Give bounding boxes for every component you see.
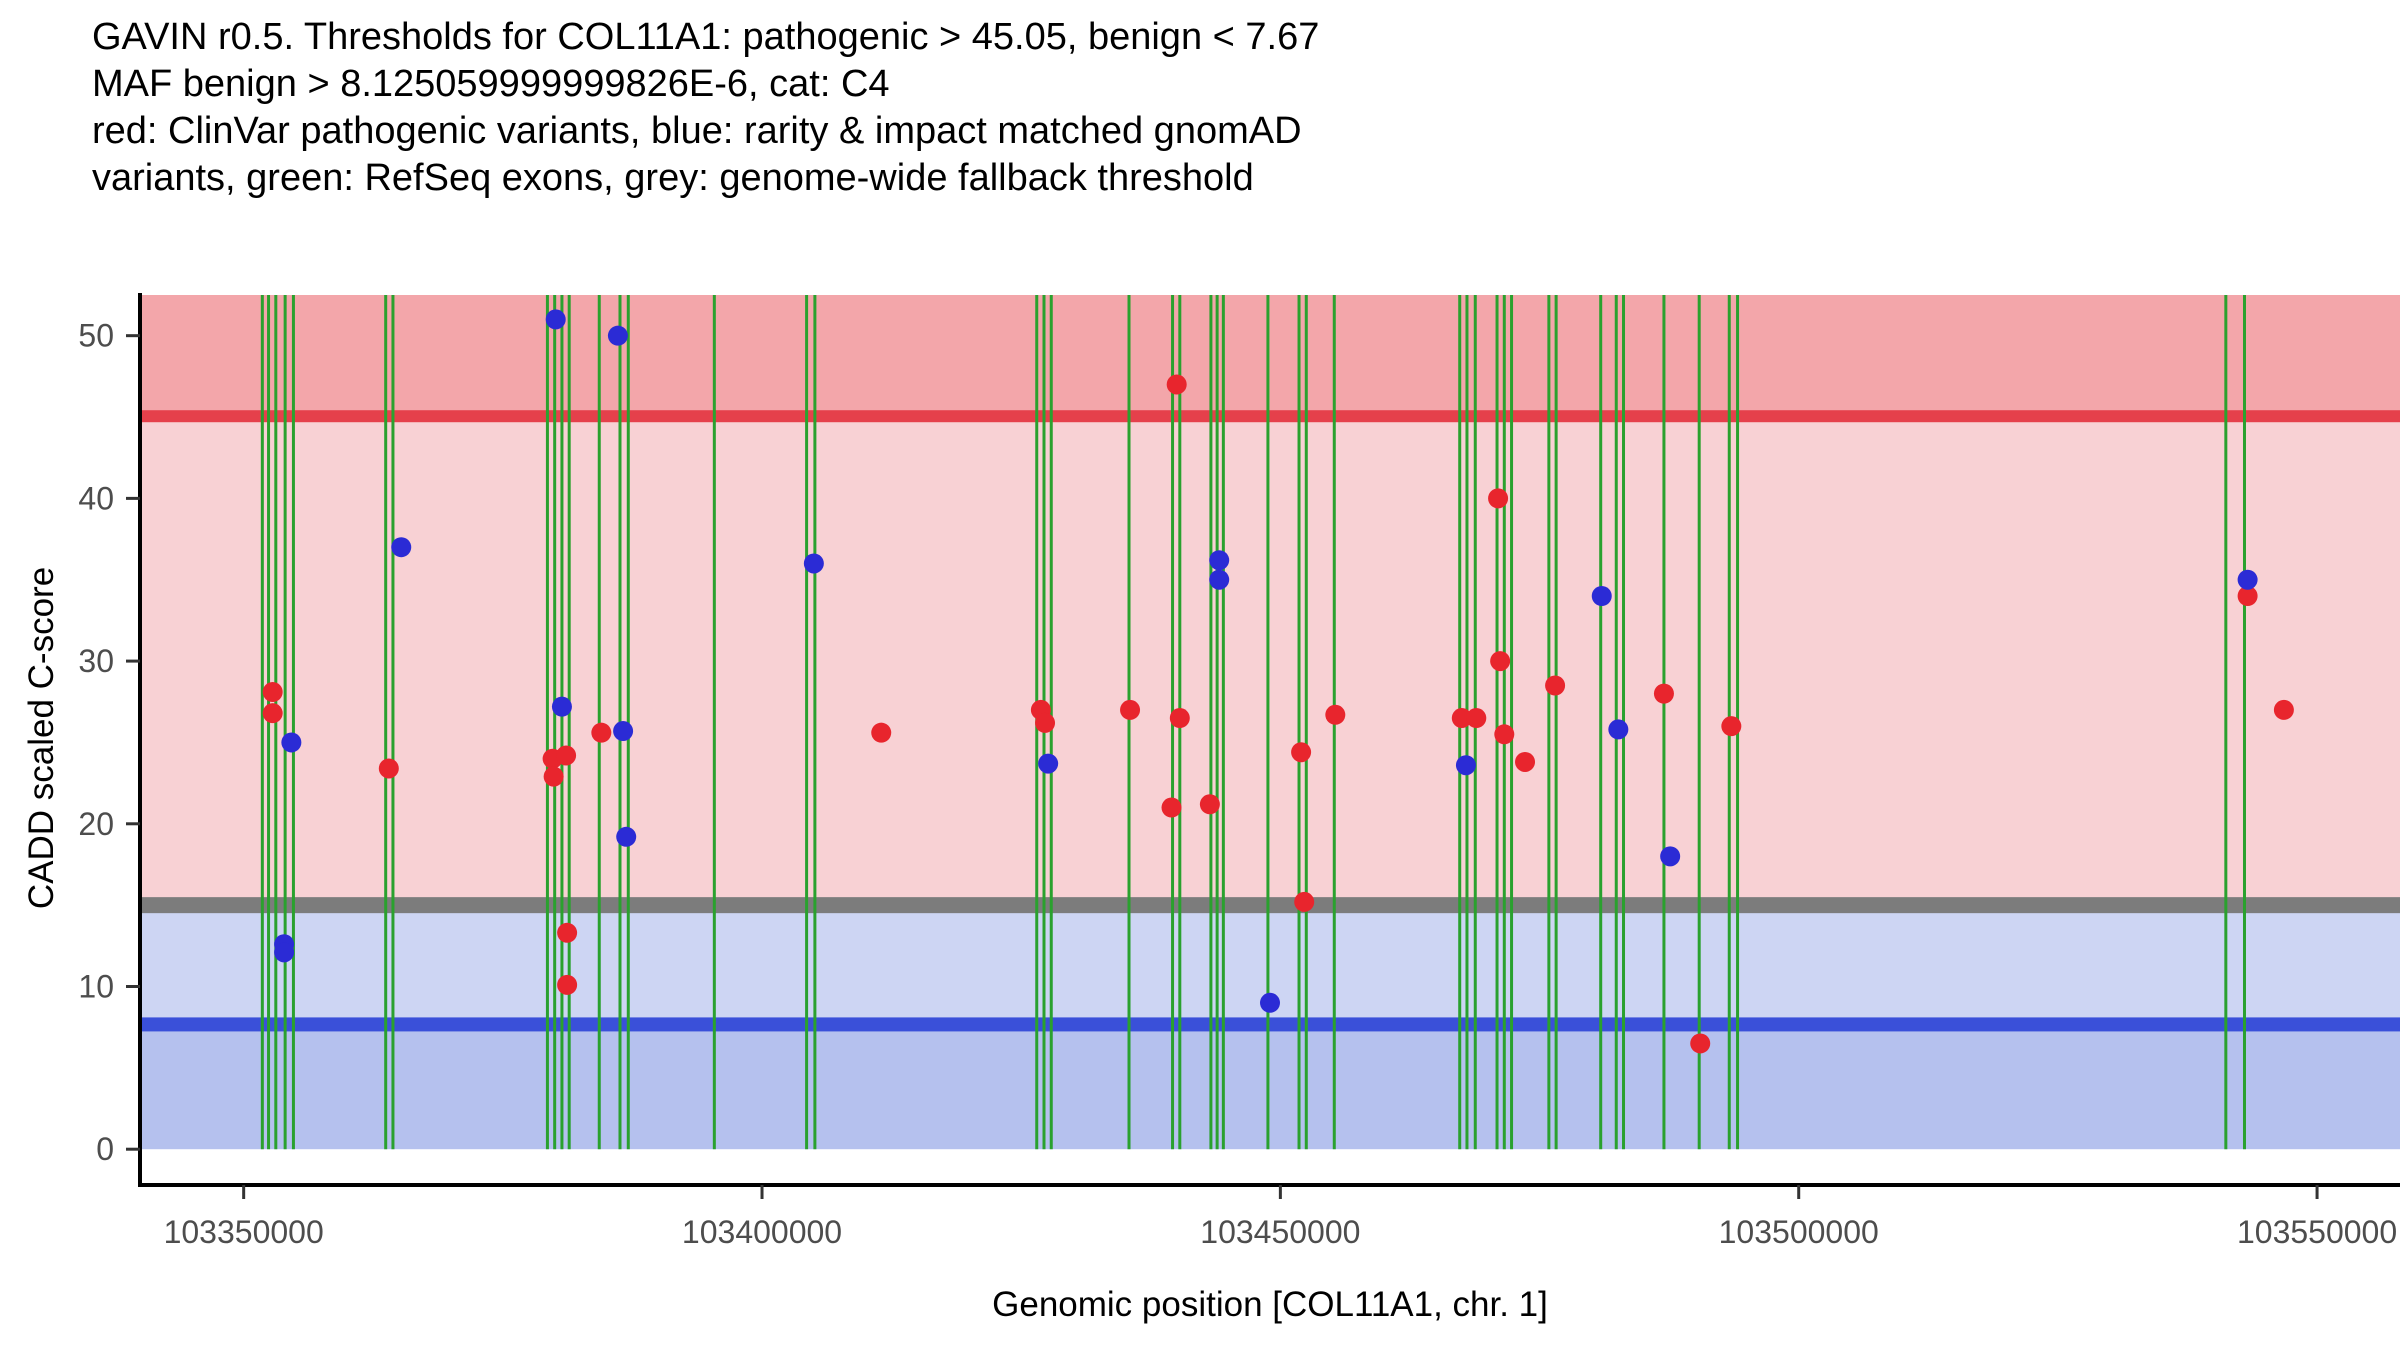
clinvar-variant-point xyxy=(1120,699,1141,720)
gnomad-variant-point xyxy=(1209,550,1230,571)
x-tick-label: 103350000 xyxy=(164,1214,324,1250)
clinvar-variant-point xyxy=(1515,751,1536,772)
clinvar-variant-point xyxy=(1545,675,1566,696)
clinvar-variant-point xyxy=(2237,586,2258,607)
clinvar-variant-point xyxy=(557,974,578,995)
y-tick-label: 30 xyxy=(78,643,114,679)
clinvar-variant-point xyxy=(557,922,578,943)
gnomad-variant-point xyxy=(1209,569,1230,590)
chart-title: GAVIN r0.5. Thresholds for COL11A1: path… xyxy=(92,14,1319,202)
x-axis-title: Genomic position [COL11A1, chr. 1] xyxy=(992,1285,1548,1324)
threshold-band-below-benign xyxy=(140,1024,2400,1150)
clinvar-variant-point xyxy=(1199,794,1220,815)
clinvar-variant-point xyxy=(556,745,577,766)
clinvar-variant-point xyxy=(1169,708,1190,729)
threshold-band-pathogenic-to-fallback xyxy=(140,416,2400,906)
y-tick-label: 40 xyxy=(78,480,114,516)
y-tick-label: 10 xyxy=(78,968,114,1004)
pathogenic-threshold-line xyxy=(140,410,2400,423)
gnomad-variant-point xyxy=(551,696,572,717)
clinvar-variant-point xyxy=(1291,742,1312,763)
gnomad-variant-point xyxy=(391,537,412,558)
gnomad-variant-point xyxy=(2237,569,2258,590)
x-tick-label: 103500000 xyxy=(1719,1214,1879,1250)
gnomad-variant-point xyxy=(281,732,302,753)
clinvar-variant-point xyxy=(1035,712,1056,733)
gnomad-variant-point xyxy=(1608,719,1629,740)
clinvar-variant-point xyxy=(1721,716,1742,737)
clinvar-variant-point xyxy=(378,758,399,779)
clinvar-variant-point xyxy=(871,722,892,743)
x-tick-label: 103550000 xyxy=(2237,1214,2397,1250)
benign-threshold-line xyxy=(140,1017,2400,1032)
y-tick-label: 20 xyxy=(78,806,114,842)
gnomad-variant-point xyxy=(1260,992,1280,1013)
y-tick-label: 50 xyxy=(78,318,114,354)
clinvar-variant-point xyxy=(1488,488,1509,509)
y-axis-title: CADD scaled C-score xyxy=(22,566,61,910)
clinvar-variant-point xyxy=(591,722,612,743)
clinvar-variant-point xyxy=(1166,374,1187,395)
clinvar-variant-point xyxy=(1161,797,1182,818)
gnomad-variant-point xyxy=(274,942,295,963)
title-line-1: GAVIN r0.5. Thresholds for COL11A1: path… xyxy=(92,16,1320,58)
clinvar-variant-point xyxy=(543,766,564,787)
clinvar-variant-point xyxy=(1294,891,1315,912)
gnomad-variant-point xyxy=(1660,846,1681,867)
clinvar-variant-point xyxy=(262,703,283,724)
clinvar-variant-point xyxy=(1690,1033,1711,1054)
clinvar-variant-point xyxy=(1653,683,1674,704)
gnomad-variant-point xyxy=(1591,586,1612,607)
gnomad-variant-point xyxy=(613,721,634,742)
clinvar-variant-point xyxy=(1494,724,1515,745)
gnomad-variant-point xyxy=(1038,753,1059,774)
threshold-band-above-pathogenic xyxy=(140,295,2400,417)
clinvar-variant-point xyxy=(1490,651,1511,672)
clinvar-variant-point xyxy=(262,682,283,703)
clinvar-variant-point xyxy=(2273,699,2294,720)
y-tick-label: 0 xyxy=(96,1131,114,1167)
gnomad-variant-point xyxy=(545,309,566,330)
title-line-4: variants, green: RefSeq exons, grey: gen… xyxy=(92,157,1254,199)
gnomad-variant-point xyxy=(1455,755,1476,776)
gnomad-variant-point xyxy=(616,826,637,847)
x-tick-label: 103400000 xyxy=(682,1214,842,1250)
gnomad-variant-point xyxy=(803,553,824,574)
title-line-3: red: ClinVar pathogenic variants, blue: … xyxy=(92,110,1302,152)
title-line-2: MAF benign > 8.125059999999826E-6, cat: … xyxy=(92,63,890,105)
gnomad-variant-point xyxy=(607,325,628,346)
clinvar-variant-point xyxy=(1466,708,1487,729)
clinvar-variant-point xyxy=(1325,704,1346,725)
clinvar-variant-point xyxy=(1451,708,1472,729)
fallback-threshold-line xyxy=(140,897,2400,914)
x-tick-label: 103450000 xyxy=(1200,1214,1360,1250)
